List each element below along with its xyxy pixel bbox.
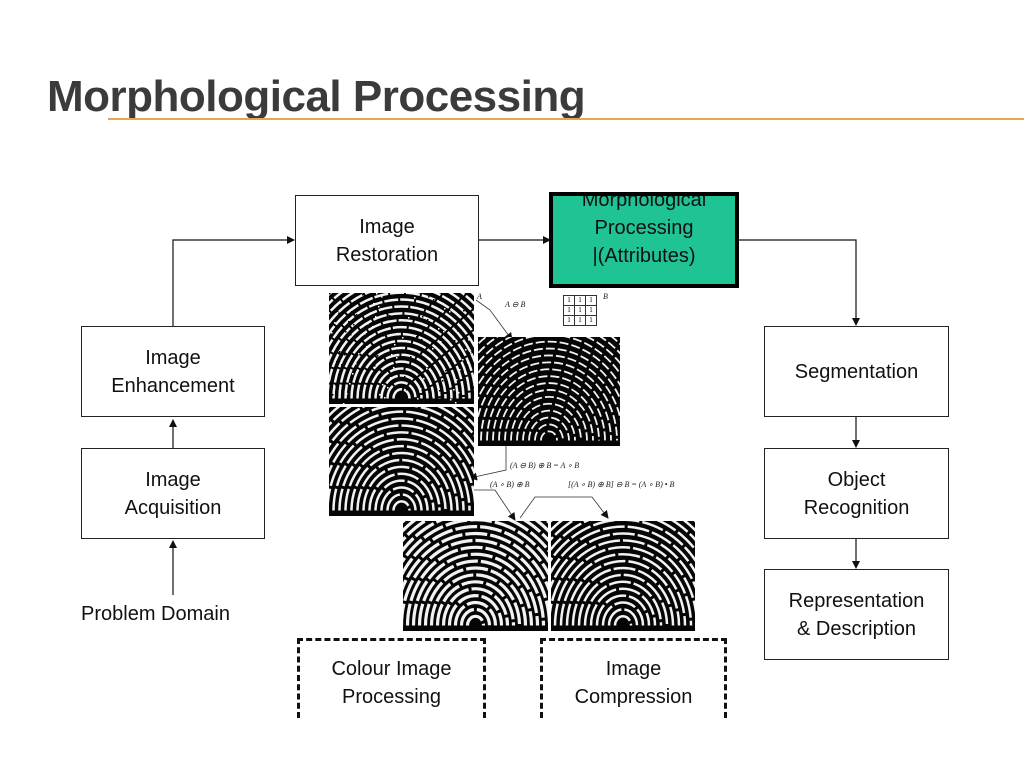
image-compression-box: Image Compression: [540, 638, 727, 718]
morphological-processing-box: Morphological Processing |(Attributes): [549, 192, 739, 288]
fig-arrow-erosion-to-opening: [469, 446, 507, 481]
matrix-cell: 1: [563, 295, 575, 306]
fig-label-b: B: [603, 292, 608, 301]
image-restoration-box: Image Restoration: [295, 195, 479, 286]
fig-arrow-opening-to-dilation: [470, 489, 516, 521]
segmentation-box: Segmentation: [764, 326, 949, 417]
problem-domain-label: Problem Domain: [81, 603, 230, 625]
fingerprint-closing: [551, 521, 695, 631]
fingerprint-original: [329, 293, 474, 404]
fig-label-a: A: [477, 292, 482, 301]
fingerprint-dilation: [403, 521, 548, 631]
matrix-cell: 1: [585, 315, 597, 326]
representation-description-box: Representation & Description: [764, 569, 949, 660]
matrix-cell: 1: [563, 315, 575, 326]
title-underline: [108, 118, 1024, 120]
colour-image-processing-box: Colour Image Processing: [297, 638, 486, 718]
matrix-cell: 1: [574, 315, 586, 326]
arrow-morphological-to-segmentation: [736, 239, 860, 326]
fig-label-opening: (A ⊖ B) ⊕ B = A ∘ B: [510, 461, 580, 470]
matrix-cell: 1: [574, 305, 586, 316]
matrix-cell: 1: [563, 305, 575, 316]
arrow-enhancement-to-restoration: [172, 236, 295, 326]
image-enhancement-box: Image Enhancement: [81, 326, 265, 417]
slide-title: Morphological Processing: [47, 72, 586, 121]
image-acquisition-box: Image Acquisition: [81, 448, 265, 539]
fig-arrow-a-to-erosion: [475, 299, 513, 341]
matrix-cell: 1: [585, 295, 597, 306]
matrix-cell: 1: [585, 305, 597, 316]
fingerprint-erosion: [478, 337, 620, 446]
fig-label-dilation-of-opening: (A ∘ B) ⊕ B: [490, 480, 530, 489]
fingerprint-opening: [329, 407, 474, 516]
object-recognition-box: Object Recognition: [764, 448, 949, 539]
fig-label-erosion: A ⊖ B: [505, 300, 526, 309]
fig-arrow-dilation-to-closing: [519, 496, 609, 519]
fig-label-closing-of-opening: [(A ∘ B) ⊕ B] ⊖ B = (A ∘ B) • B: [568, 480, 675, 489]
matrix-cell: 1: [574, 295, 586, 306]
